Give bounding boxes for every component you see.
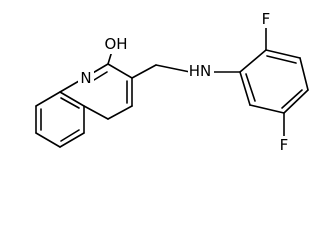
bond-c4-c4a <box>107 105 133 120</box>
bond-ar3-ar4 <box>299 57 309 91</box>
bond-ar2-ar3 <box>265 49 301 59</box>
fluorine-bottom-label: F <box>280 136 289 154</box>
bond-c6-c5 <box>59 132 85 148</box>
bond-c4a-c8a-inner <box>60 97 80 109</box>
bond-c2-c3 <box>107 63 133 79</box>
pyridine-ring <box>59 63 133 120</box>
bond-ar4-ar5-inner <box>281 89 303 109</box>
bond-c8a-c8 <box>35 91 61 107</box>
amine-label: HN <box>189 62 212 80</box>
bond-c4a-c8a <box>59 91 85 107</box>
bond-c8a-n1 <box>59 80 80 93</box>
fluorine-top-label-bg <box>258 10 274 28</box>
bond-ar4-ar5 <box>283 89 309 114</box>
ring-nitrogen-label: N <box>80 69 91 87</box>
hydroxyl-label-bg <box>102 36 130 54</box>
difluorophenyl-ring <box>239 25 309 139</box>
atom-labels: OH N HN F F <box>78 10 292 154</box>
bond-ar6-ar1 <box>239 71 251 106</box>
bond-ch2-nh <box>155 64 191 73</box>
fluorine-top-label: F <box>262 10 271 28</box>
bond-ar1-ar2 <box>239 49 267 73</box>
substituent-bonds <box>107 50 241 79</box>
hydroxyl-label: OH <box>104 35 127 53</box>
bond-ar5-ar6 <box>249 104 285 114</box>
bond-c6-c5-inner <box>60 129 80 142</box>
bond-n1-c2-inner <box>93 71 108 81</box>
benzo-ring <box>35 91 85 148</box>
bond-c4a-c5-link <box>83 105 109 120</box>
amine-label-bg <box>188 62 214 80</box>
bond-c3-ch2 <box>131 64 157 79</box>
bond-c7-c6 <box>35 132 61 148</box>
bond-ar6-ar1-inner <box>245 73 256 102</box>
ring-nitrogen-label-bg <box>78 69 94 87</box>
molecule-structure-diagram: OH N HN F F <box>35 10 309 154</box>
bond-ar2-ar3-inner <box>266 55 297 64</box>
fluorine-bottom-label-bg <box>276 136 292 154</box>
